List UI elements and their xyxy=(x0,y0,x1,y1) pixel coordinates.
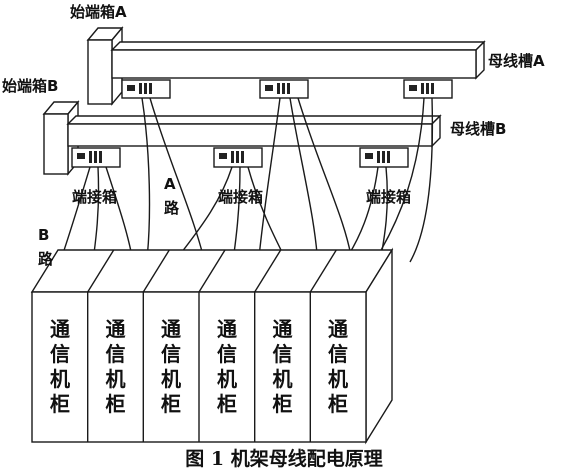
cabinet-6: 通 信 机 柜 xyxy=(328,317,348,416)
tap-box-a3 xyxy=(403,79,453,99)
cabinet-4-char-1: 通 xyxy=(217,317,237,341)
busway-a xyxy=(110,40,486,80)
cabinet-2: 通 信 机 柜 xyxy=(106,317,126,416)
route-a-char: 路 xyxy=(164,199,180,217)
cabinet-3-char-2: 信 xyxy=(161,342,181,366)
figure-caption: 图 1 机架母线配电原理 xyxy=(185,447,382,470)
cabinet-1-char-1: 通 xyxy=(50,317,70,341)
cabinet-5-char-3: 机 xyxy=(273,367,293,391)
tap-box-a2 xyxy=(259,79,309,99)
cabinet-5-char-2: 信 xyxy=(273,342,293,366)
cabinet-2-char-2: 信 xyxy=(106,342,126,366)
busway-b-label: 母线槽B xyxy=(450,120,506,138)
cabinet-2-char-4: 柜 xyxy=(106,392,126,416)
tap-box-label-3: 端接箱 xyxy=(366,188,411,206)
cabinet-1-char-4: 柜 xyxy=(50,392,70,416)
cabinet-1-char-3: 机 xyxy=(50,367,70,391)
cabinet-row xyxy=(30,247,394,445)
cabinet-4-char-3: 机 xyxy=(217,367,237,391)
cabinet-3-char-1: 通 xyxy=(161,317,181,341)
cabinet-5: 通 信 机 柜 xyxy=(273,317,293,416)
busway-a-label: 母线槽A xyxy=(488,52,545,70)
cabinet-2-char-3: 机 xyxy=(106,367,126,391)
route-b-letter: B xyxy=(38,226,49,244)
cabinet-6-char-3: 机 xyxy=(328,367,348,391)
start-box-b-label: 始端箱B xyxy=(2,77,58,95)
cabinet-3-char-3: 机 xyxy=(161,367,181,391)
busway-b xyxy=(66,114,442,148)
cabinet-6-char-2: 信 xyxy=(328,342,348,366)
cabinet-2-char-1: 通 xyxy=(106,317,126,341)
tap-box-b1 xyxy=(71,147,121,168)
route-b-char: 路 xyxy=(38,250,54,268)
tap-box-b3 xyxy=(359,147,409,168)
cabinet-6-char-1: 通 xyxy=(328,317,348,341)
cabinet-3: 通 信 机 柜 xyxy=(161,317,181,416)
cabinet-4-char-4: 柜 xyxy=(217,392,237,416)
tap-box-label-1: 端接箱 xyxy=(72,188,117,206)
route-a-letter: A xyxy=(164,175,176,193)
cabinet-5-char-1: 通 xyxy=(273,317,293,341)
cabinet-4-char-2: 信 xyxy=(217,342,237,366)
tap-box-label-2: 端接箱 xyxy=(218,188,263,206)
cabinet-6-char-4: 柜 xyxy=(328,392,348,416)
cabinet-3-char-4: 柜 xyxy=(161,392,181,416)
cabinet-4: 通 信 机 柜 xyxy=(217,317,237,416)
cabinet-5-char-4: 柜 xyxy=(273,392,293,416)
cabinet-1-char-2: 信 xyxy=(50,342,70,366)
cabinet-1: 通 信 机 柜 xyxy=(50,317,70,416)
tap-box-b2 xyxy=(213,147,263,168)
tap-box-a1 xyxy=(121,79,171,99)
start-box-a-label: 始端箱A xyxy=(70,3,127,21)
